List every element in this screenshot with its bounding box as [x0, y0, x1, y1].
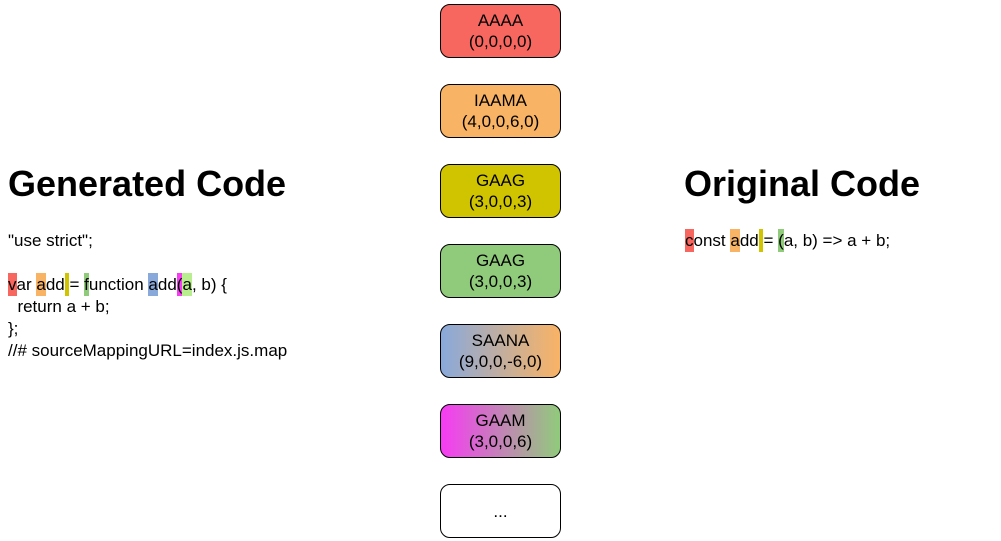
mapping-mnemonic: GAAG — [475, 251, 526, 270]
mapping-values: (9,0,0,-6,0) — [458, 352, 543, 371]
mapping-values: (4,0,0,6,0) — [461, 112, 540, 131]
code-line: }; — [8, 318, 287, 340]
code-token: dd — [157, 275, 177, 294]
generated-code-block: "use strict";var add = function add(a, b… — [8, 230, 287, 362]
mapped-token[interactable]: c — [685, 229, 694, 252]
mapped-token[interactable]: a — [148, 273, 158, 296]
code-token: "use strict"; — [8, 231, 93, 250]
code-line: "use strict"; — [8, 230, 287, 252]
code-token: , b) { — [191, 275, 227, 294]
mapping-mnemonic: GAAM — [475, 411, 526, 430]
mapped-token[interactable]: a — [182, 273, 192, 296]
mapped-token[interactable] — [758, 229, 764, 252]
code-token: ar — [16, 275, 37, 294]
mapping-mnemonic: ... — [493, 501, 508, 521]
mapping-values: (3,0,0,3) — [468, 192, 533, 211]
mapped-token[interactable]: a — [730, 229, 740, 252]
code-line: var add = function add(a, b) { — [8, 273, 287, 296]
mapping-box-4[interactable]: SAANA (9,0,0,-6,0) — [440, 324, 561, 378]
code-token: dd — [739, 231, 759, 250]
code-token: unction — [88, 275, 149, 294]
mapping-box-5[interactable]: GAAM (3,0,0,6) — [440, 404, 561, 458]
mapping-values: (3,0,0,6) — [468, 432, 533, 451]
mapping-box-0[interactable]: AAAA (0,0,0,0) — [440, 4, 561, 58]
code-line — [8, 252, 287, 274]
mapped-token[interactable]: f — [84, 273, 89, 296]
generated-code-title: Generated Code — [8, 163, 287, 204]
mapping-values: (0,0,0,0) — [468, 32, 533, 51]
code-token: }; — [8, 319, 19, 338]
mapped-token[interactable]: a — [36, 273, 46, 296]
mapping-mnemonic: AAAA — [477, 11, 524, 30]
code-token: return a + b; — [8, 297, 110, 316]
mapping-values: (3,0,0,3) — [468, 272, 533, 291]
mapping-mnemonic: IAAMA — [474, 91, 527, 110]
mapped-token[interactable]: ( — [778, 229, 784, 252]
code-token: = — [763, 231, 779, 250]
code-token: = — [69, 275, 85, 294]
code-token: onst — [693, 231, 731, 250]
code-line: const add = (a, b) => a + b; — [685, 229, 891, 252]
mapped-token[interactable] — [64, 273, 70, 296]
code-token: dd — [45, 275, 65, 294]
mapping-mnemonic: SAANA — [471, 331, 530, 350]
original-code-title: Original Code — [684, 163, 921, 204]
mapping-mnemonic: GAAG — [475, 171, 526, 190]
mapping-box-1[interactable]: IAAMA (4,0,0,6,0) — [440, 84, 561, 138]
mapping-box-3[interactable]: GAAG (3,0,0,3) — [440, 244, 561, 298]
original-code-block: const add = (a, b) => a + b; — [685, 229, 891, 252]
code-token: //# sourceMappingURL=index.js.map — [8, 341, 288, 360]
code-line: return a + b; — [8, 296, 287, 318]
mapped-token[interactable]: ( — [176, 273, 183, 296]
code-token: a, b) => a + b; — [783, 231, 891, 250]
mapping-box-6[interactable]: ... — [440, 484, 561, 538]
mapping-box-2[interactable]: GAAG (3,0,0,3) — [440, 164, 561, 218]
mapped-token[interactable]: v — [8, 273, 17, 296]
mappings-column: AAAA (0,0,0,0) IAAMA (4,0,0,6,0) GAAG (3,0,0,… — [440, 4, 561, 538]
code-line: //# sourceMappingURL=index.js.map — [8, 340, 287, 362]
